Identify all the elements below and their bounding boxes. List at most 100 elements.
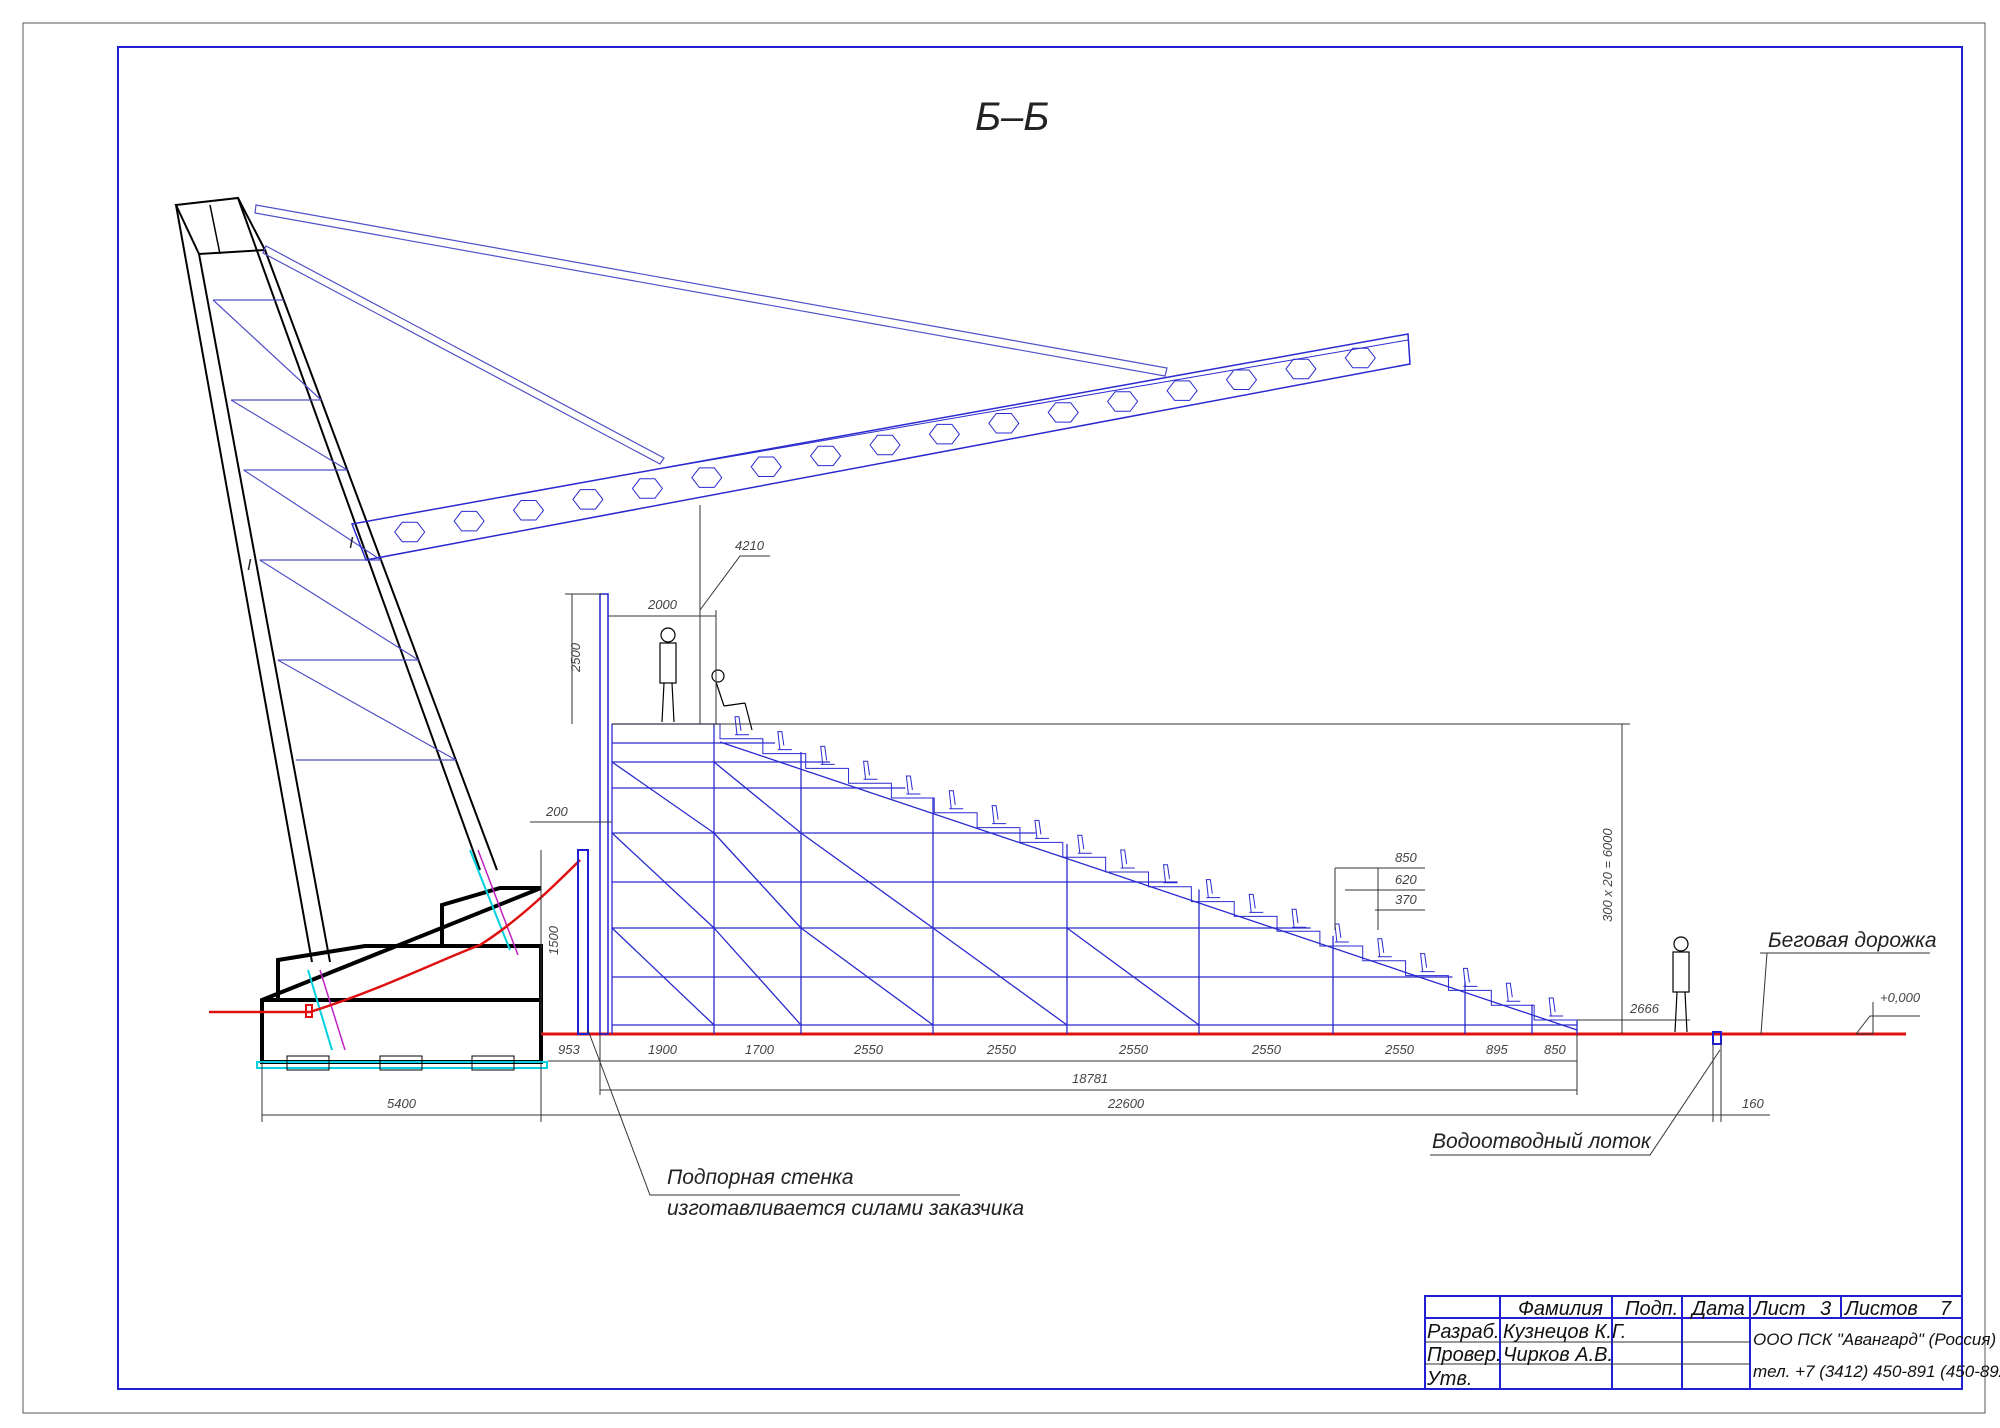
svg-text:2550: 2550 <box>1118 1042 1149 1057</box>
note-drain-channel: Водоотводный лоток <box>1432 1130 1652 1153</box>
svg-text:Фамилия: Фамилия <box>1518 1298 1603 1320</box>
svg-text:1700: 1700 <box>745 1042 775 1057</box>
seat-icon <box>948 790 964 810</box>
roof-beam <box>350 333 1411 561</box>
note-retaining-wall-2: изготавливается силами заказчика <box>667 1197 1024 1220</box>
section-title: Б–Б <box>975 95 1049 139</box>
roof-opening <box>1106 391 1139 412</box>
svg-text:2550: 2550 <box>986 1042 1017 1057</box>
scaffold-brace <box>611 927 715 1026</box>
retaining-wall <box>577 849 589 1035</box>
svg-text:22600: 22600 <box>1107 1096 1145 1111</box>
seat-icon <box>1120 849 1135 869</box>
seat-icon <box>905 775 921 795</box>
roof-opening <box>928 423 961 445</box>
seat-icon <box>1291 908 1307 928</box>
seat-icon <box>1548 997 1564 1017</box>
seat-icon <box>1462 967 1478 987</box>
roof-opening <box>394 521 426 543</box>
svg-text:370: 370 <box>1395 892 1417 907</box>
svg-text:2666: 2666 <box>1629 1001 1660 1016</box>
dimension-texts: 1900 1700 2550 2550 2550 2550 2550 895 8… <box>387 538 1764 1111</box>
roof-opening <box>750 456 782 477</box>
roof-opening <box>631 478 664 499</box>
svg-text:Лист: Лист <box>1752 1298 1806 1320</box>
seat-icon <box>1420 953 1435 973</box>
svg-text:850: 850 <box>1395 850 1417 865</box>
svg-text:3: 3 <box>1820 1298 1831 1320</box>
svg-text:5400: 5400 <box>387 1096 417 1111</box>
svg-text:Разраб.: Разраб. <box>1427 1321 1499 1343</box>
mast: I I <box>174 196 498 963</box>
svg-text:18781: 18781 <box>1072 1071 1108 1086</box>
svg-text:1500: 1500 <box>546 925 561 955</box>
roof-opening <box>809 445 842 467</box>
svg-text:Чирков А.В.: Чирков А.В. <box>1503 1344 1613 1366</box>
seat-icon <box>991 805 1007 825</box>
seat-icon <box>1505 982 1521 1002</box>
scaffold-brace <box>713 832 802 929</box>
rear-wall <box>599 593 609 1035</box>
scaffold-brace <box>1066 927 1200 1026</box>
mast-truss-diagonal <box>259 559 419 661</box>
scaffold-brace <box>800 927 934 1026</box>
note-running-track: Беговая дорожка <box>1768 929 1937 952</box>
person-seated-icon <box>711 669 753 731</box>
svg-text:1900: 1900 <box>648 1042 678 1057</box>
svg-text:Утв.: Утв. <box>1426 1368 1472 1390</box>
roof-opening <box>1166 380 1198 401</box>
tie-rods <box>254 204 1168 465</box>
scaffold-brace <box>611 832 715 929</box>
seat-icon <box>1377 938 1392 958</box>
mast-truss-diagonal <box>277 659 457 761</box>
svg-text:2550: 2550 <box>853 1042 884 1057</box>
svg-text:I: I <box>247 557 252 574</box>
grandstand <box>611 716 1578 1034</box>
mast-truss-diagonal <box>230 399 348 471</box>
roof-opening <box>869 434 901 456</box>
foundation <box>209 849 581 1071</box>
svg-text:160: 160 <box>1742 1096 1764 1111</box>
seat-icon <box>1034 819 1049 839</box>
svg-text:Подп.: Подп. <box>1625 1298 1678 1320</box>
title-block: Фамилия Подп. Дата Лист 3 Листов 7 Разра… <box>1424 1295 2000 1390</box>
mast-truss-diagonal <box>243 469 382 561</box>
mast-truss-diagonal <box>212 299 322 401</box>
svg-text:2500: 2500 <box>568 642 583 673</box>
svg-text:2000: 2000 <box>647 597 678 612</box>
svg-text:I: I <box>349 535 354 552</box>
svg-text:ООО ПСК "Авангард" (Россия): ООО ПСК "Авангард" (Россия) <box>1753 1330 1996 1349</box>
roof-opening <box>691 467 723 488</box>
svg-text:2550: 2550 <box>1251 1042 1282 1057</box>
seat-icon <box>820 745 835 765</box>
seat-icon <box>1162 864 1178 884</box>
dimension-lines <box>261 505 1930 1196</box>
scaffold-brace <box>611 761 715 834</box>
roof-opening <box>512 500 545 521</box>
roof-opening <box>572 489 604 510</box>
svg-text:4210: 4210 <box>735 538 765 553</box>
scaffold-brace <box>713 761 802 834</box>
roof-opening <box>1225 369 1258 390</box>
seat-icon <box>1077 834 1092 854</box>
svg-text:Дата: Дата <box>1690 1298 1745 1320</box>
roof-opening <box>1285 358 1317 380</box>
seat-icon <box>1334 923 1349 943</box>
scaffold-brace <box>932 927 1068 1026</box>
scaffold-brace <box>800 832 934 929</box>
inner-frame <box>117 46 1963 1390</box>
svg-text:200: 200 <box>545 804 568 819</box>
note-retaining-wall: Подпорная стенка <box>667 1166 854 1189</box>
drain-channel <box>1712 1031 1722 1045</box>
svg-text:620: 620 <box>1395 872 1417 887</box>
outer-frame <box>22 22 1986 1414</box>
seat-icon <box>862 760 878 780</box>
roof-opening <box>988 413 1020 434</box>
svg-text:300 x 20 = 6000: 300 x 20 = 6000 <box>1600 828 1615 922</box>
svg-text:Листов: Листов <box>1843 1298 1918 1320</box>
roof-opening <box>1344 347 1376 369</box>
note-level-mark: +0,000 <box>1880 990 1921 1005</box>
svg-text:7: 7 <box>1940 1298 1952 1320</box>
person-standing-icon <box>659 627 677 723</box>
